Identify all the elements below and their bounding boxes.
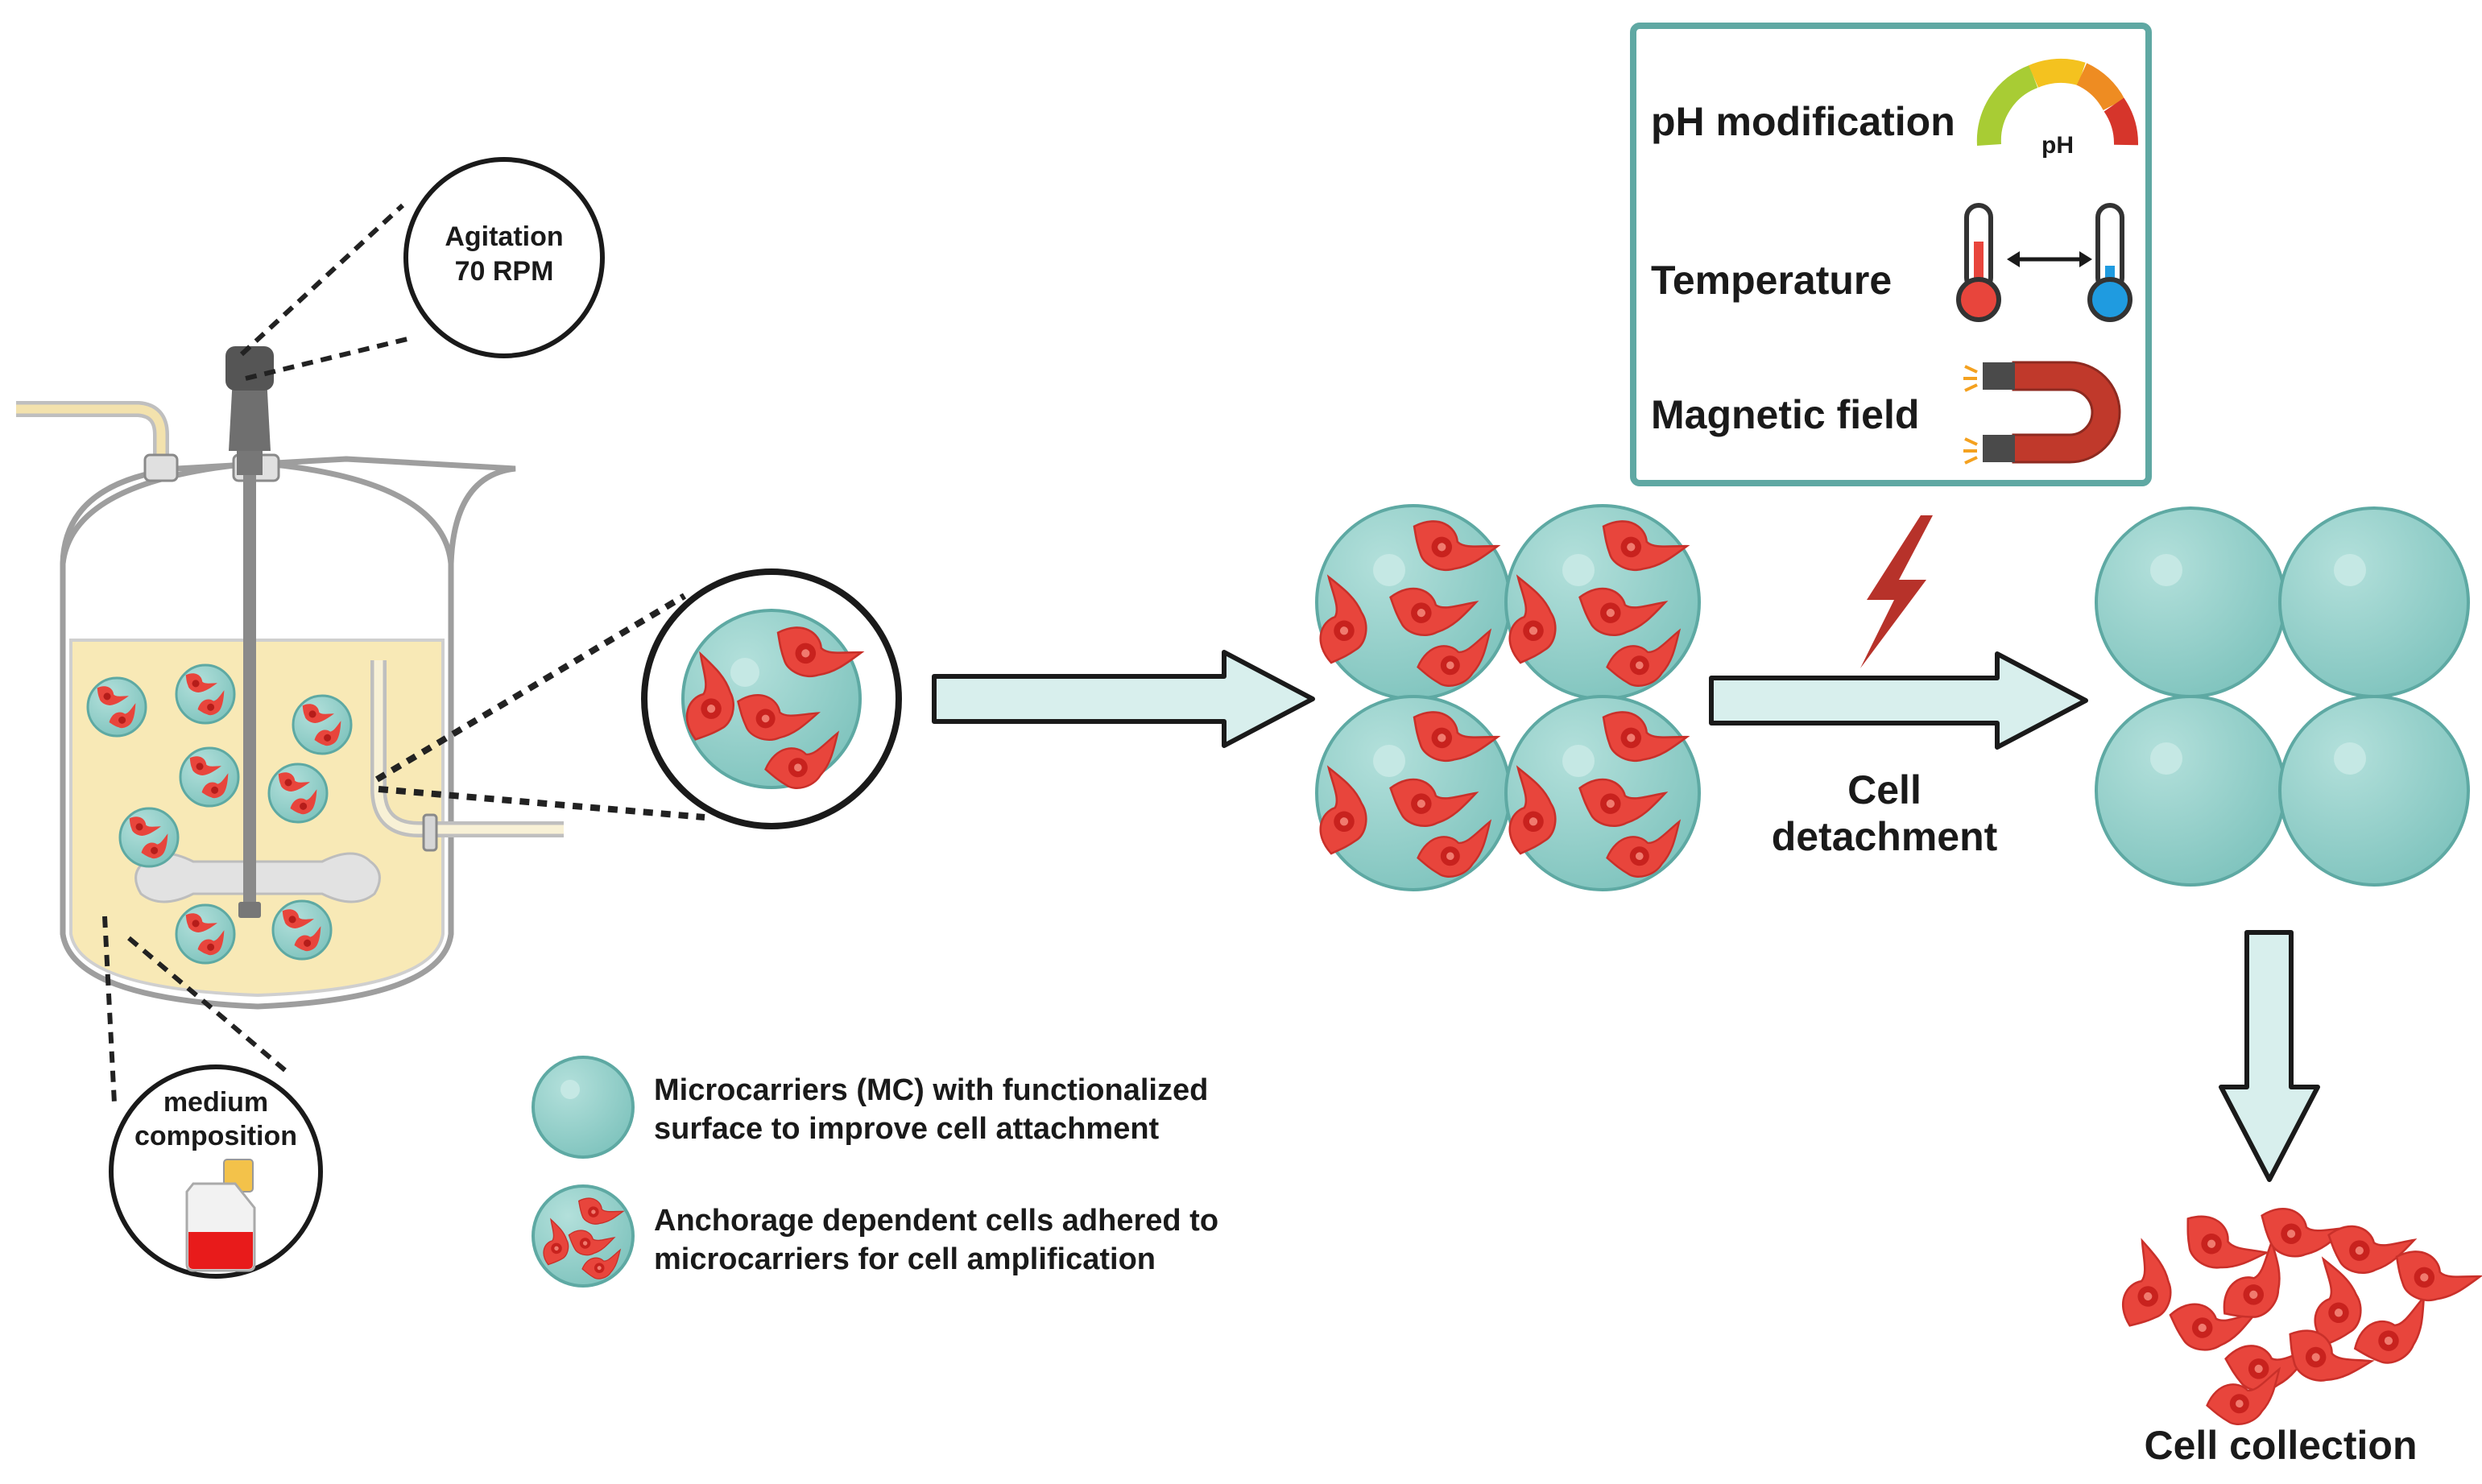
double-arrow-icon: [2007, 251, 2092, 267]
magnet-icon: [1963, 361, 2121, 465]
legend-cells-line2: microcarriers for cell amplification: [654, 1242, 1156, 1276]
agitation-label-line1: Agitation: [445, 221, 563, 252]
agitation-callout: Agitation 70 RPM: [403, 157, 605, 358]
agitation-label-line2: 70 RPM: [455, 256, 554, 287]
legend-microcarrier-icon: [532, 1056, 635, 1159]
cell-detachment-label-line2: detachment: [1772, 814, 1998, 859]
impeller-icon: [134, 346, 381, 918]
microcarriers-with-cells: [1306, 503, 1701, 891]
detachment-stimuli-panel: pH modification pH Temperature Magnetic …: [1630, 23, 2152, 486]
legend-microcarrier-line1: Microcarriers (MC) with functionalized: [654, 1073, 1208, 1107]
medium-label-line2: composition: [134, 1121, 297, 1151]
zoomed-microcarrier: [641, 568, 902, 829]
thermometer-hot-icon: [1956, 203, 2001, 322]
legend-cells-icon: [532, 1184, 635, 1288]
cell-collection-label: Cell collection: [2145, 1423, 2418, 1468]
medium-label-line1: medium: [163, 1087, 268, 1118]
legend-microcarrier-line2: surface to improve cell attachment: [654, 1112, 1160, 1146]
magnetic-field-label: Magnetic field: [1651, 392, 1919, 437]
ph-modification-label: pH modification: [1651, 99, 1955, 144]
empty-microcarriers: [2095, 506, 2470, 887]
collected-cells: [2106, 1192, 2481, 1431]
ph-gauge-icon: pH: [1976, 58, 2138, 159]
bioreactor-icon: [16, 346, 564, 1010]
lightning-bolt-icon: [1860, 515, 1933, 668]
process-arrow-3: [2219, 930, 2320, 1182]
medium-composition-callout: medium composition: [109, 1064, 323, 1279]
process-arrow-1: [932, 650, 1315, 748]
cell-detachment-label-line1: Cell: [1847, 767, 1921, 812]
process-arrow-2: [1709, 651, 2088, 750]
thermometer-cold-icon: [2087, 203, 2132, 322]
ph-gauge-text: pH: [2041, 132, 2074, 159]
legend: Microcarriers (MC) with functionalized s…: [532, 1056, 1218, 1288]
culture-flask-icon: [185, 1159, 256, 1272]
temperature-label: Temperature: [1651, 258, 1892, 303]
legend-cells-line1: Anchorage dependent cells adhered to: [654, 1204, 1218, 1238]
